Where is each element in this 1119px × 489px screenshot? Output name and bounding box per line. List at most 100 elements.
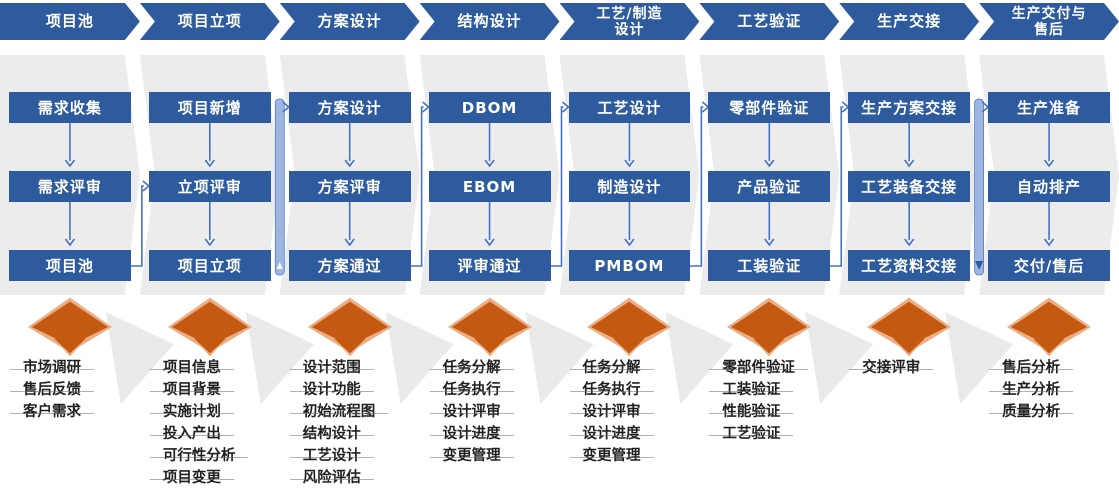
down-arrow-3d-icon: [1007, 297, 1092, 357]
stage-banner-label: 售后: [1034, 21, 1065, 38]
note-item: 工装验证: [709, 380, 794, 400]
stage-banner-6: 工艺验证: [699, 3, 839, 40]
stage-banner-label: 结构设计: [457, 12, 522, 30]
note-list: 任务分解任务执行设计评审设计进度变更管理: [569, 358, 700, 466]
note-list: 任务分解任务执行设计评审设计进度变更管理: [429, 358, 560, 466]
stage-banner-2: 项目立项: [140, 3, 280, 40]
flow-box: 工装验证: [708, 250, 831, 281]
flow-box: 生产方案交接: [848, 92, 971, 123]
down-arrow-3d-icon: [867, 297, 952, 357]
flow-box: 工艺资料交接: [848, 250, 971, 281]
note-item: 市场调研: [10, 358, 94, 378]
note-list: 零部件验证工装验证性能验证工艺验证: [709, 358, 839, 444]
stage-banner-3: 方案设计: [280, 3, 420, 40]
flow-box: 自动排产: [988, 171, 1110, 202]
note-item: 工艺验证: [709, 424, 794, 444]
flow-box: 工艺装备交接: [848, 171, 971, 202]
flow-box: 方案设计: [288, 92, 411, 123]
stage-banner-label: 方案设计: [317, 12, 382, 30]
down-arrow-3d-icon: [307, 297, 392, 357]
stage-banner-8: 生产交付与售后: [979, 3, 1119, 40]
note-item: 风险评估: [289, 468, 374, 488]
stage-notes-1: 市场调研售后反馈客户需求: [0, 294, 174, 489]
note-item: 任务执行: [429, 380, 514, 400]
down-arrow-3d-icon: [447, 297, 532, 357]
stage-notes-8: 售后分析生产分析质量分析: [979, 294, 1119, 489]
note-item: 变更管理: [569, 446, 654, 466]
flow-box: 项目池: [9, 250, 131, 281]
note-item: 实施计划: [149, 402, 234, 422]
note-item: 客户需求: [10, 402, 94, 422]
stage-banner-5: 工艺/制造设计: [560, 3, 700, 40]
stage-column-1: 需求收集需求评审项目池: [0, 55, 140, 295]
flow-box: 制造设计: [568, 171, 691, 202]
stage-banner-row: 项目池 项目立项 方案设计 结构设计 工艺/制造设计 工艺验证 生产交接 生产交付与售后: [0, 3, 1119, 40]
note-list: 交接评审: [849, 358, 979, 378]
stage-column-3: 方案设计方案评审方案通过: [280, 55, 420, 295]
flow-box: 立项评审: [148, 171, 271, 202]
note-item: 项目信息: [149, 358, 234, 378]
stage-banner-1: 项目池: [0, 3, 140, 40]
note-item: 设计评审: [429, 402, 514, 422]
stage-notes-7: 交接评审: [839, 294, 1014, 489]
note-item: 结构设计: [289, 424, 374, 444]
flow-box: PMBOM: [568, 250, 691, 281]
note-list: 设计范围设计功能初始流程图结构设计工艺设计风险评估: [289, 358, 420, 488]
note-item: 项目变更: [149, 468, 234, 488]
note-item: 任务分解: [429, 358, 514, 378]
note-item: 设计功能: [289, 380, 374, 400]
flow-box: 需求收集: [9, 92, 131, 123]
note-list: 项目信息项目背景实施计划投入产出可行性分析项目变更: [149, 358, 280, 488]
flow-box: 生产准备: [988, 92, 1110, 123]
flow-box: 方案评审: [288, 171, 411, 202]
note-item: 设计进度: [429, 424, 514, 444]
note-item: 任务执行: [569, 380, 654, 400]
down-arrow-3d-icon: [27, 297, 112, 357]
note-item: 售后反馈: [10, 380, 94, 400]
down-arrow-3d-icon: [167, 297, 252, 357]
stage-banner-label: 工艺验证: [737, 12, 802, 30]
stage-notes-4: 任务分解任务执行设计评审设计进度变更管理: [420, 294, 594, 489]
flow-box: 产品验证: [708, 171, 831, 202]
note-item: 设计进度: [569, 424, 654, 444]
note-item: 可行性分析: [149, 446, 248, 466]
stage-column-2: 项目新增立项评审项目立项: [140, 55, 280, 295]
stage-banner-label: 项目池: [45, 12, 94, 30]
flow-box: 方案通过: [288, 250, 411, 281]
flow-box: EBOM: [428, 171, 551, 202]
flow-box: 需求评审: [9, 171, 131, 202]
stage-column-8: 生产准备自动排产交付/售后: [979, 55, 1119, 295]
stage-banner-label: 设计: [614, 21, 645, 38]
note-item: 投入产出: [149, 424, 234, 444]
flow-box: 工艺设计: [568, 92, 691, 123]
note-item: 售后分析: [989, 358, 1074, 378]
stage-banner-label: 项目立项: [177, 12, 242, 30]
note-list: 市场调研售后反馈客户需求: [10, 358, 140, 422]
note-item: 工艺设计: [289, 446, 374, 466]
note-item: 项目背景: [149, 380, 234, 400]
stage-notes-2: 项目信息项目背景实施计划投入产出可行性分析项目变更: [140, 294, 314, 489]
note-item: 初始流程图: [289, 402, 388, 422]
flow-box: 项目新增: [148, 92, 271, 123]
flow-box: 项目立项: [148, 250, 271, 281]
note-item: 质量分析: [989, 402, 1074, 422]
stage-banner-label: 工艺/制造: [596, 5, 663, 22]
stage-column-7: 生产方案交接工艺装备交接工艺资料交接: [839, 55, 979, 295]
note-list: 售后分析生产分析质量分析: [989, 358, 1119, 422]
down-arrow-3d-icon: [587, 297, 672, 357]
note-item: 变更管理: [429, 446, 514, 466]
stage-banner-label: 生产交接: [877, 12, 942, 30]
stage-notes-5: 任务分解任务执行设计评审设计进度变更管理: [560, 294, 734, 489]
flow-box: 零部件验证: [708, 92, 831, 123]
note-item: 性能验证: [709, 402, 794, 422]
note-item: 设计评审: [569, 402, 654, 422]
stage-banner-label: 生产交付与: [1011, 5, 1087, 22]
note-item: 生产分析: [989, 380, 1074, 400]
stage-column-6: 零部件验证产品验证工装验证: [699, 55, 839, 295]
stage-column-5: 工艺设计制造设计 PMBOM: [560, 55, 700, 295]
stage-banner-4: 结构设计: [420, 3, 560, 40]
